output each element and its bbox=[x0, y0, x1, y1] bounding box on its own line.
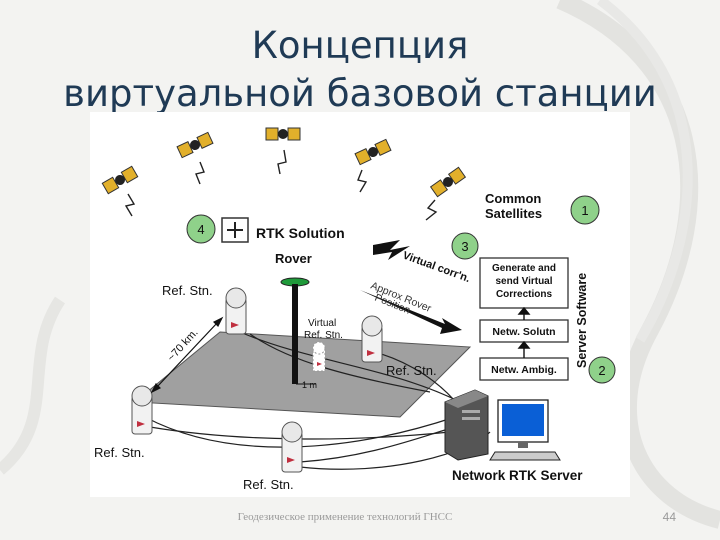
ref-station-top-left-icon bbox=[225, 287, 247, 335]
slide-title-line-1: Концепция bbox=[251, 24, 469, 67]
slide-footer: Геодезическое применение технологий ГНСС bbox=[237, 511, 453, 523]
step-badge-4 bbox=[186, 214, 216, 244]
generate-box-line-1: Generate and bbox=[492, 263, 556, 274]
rover-label: Rover bbox=[275, 251, 312, 266]
ref-station-bottom-icon bbox=[281, 421, 303, 473]
rover-antenna-icon bbox=[280, 277, 310, 384]
ref-stn-label-bottom: Ref. Stn. bbox=[243, 477, 294, 492]
ref-stn-label-top-left: Ref. Stn. bbox=[162, 283, 213, 298]
ref-station-right-icon bbox=[361, 315, 383, 363]
step-badge-1-label: 1 bbox=[581, 203, 588, 218]
server-tower-icon bbox=[444, 389, 489, 461]
vrs-concept-diagram: Common Satellites 1 4 RTK Solution 3 Vir… bbox=[90, 112, 630, 497]
ref-station-left-icon bbox=[131, 385, 153, 435]
virtual-ref-stn-label-line-1: Virtual bbox=[308, 318, 336, 329]
common-satellites-label-line-1: Common bbox=[485, 191, 541, 206]
common-satellites-label-line-2: Satellites bbox=[485, 206, 542, 221]
netw-solutn-label: Netw. Solutn bbox=[492, 326, 555, 338]
satellite-1-icon bbox=[101, 165, 139, 195]
monitor-icon bbox=[489, 399, 561, 461]
approx-rover-arrow-icon bbox=[360, 290, 462, 334]
virtual-ref-station-icon bbox=[312, 341, 326, 372]
server-flow-arrows bbox=[517, 306, 531, 358]
step-badge-2-label: 2 bbox=[598, 363, 605, 378]
rtk-solution-icon bbox=[221, 217, 249, 243]
step-badge-4-label: 4 bbox=[197, 222, 204, 237]
satellite-5-icon bbox=[429, 166, 467, 198]
virtual-ref-stn-label-line-2: Ref. Stn. bbox=[304, 330, 343, 341]
generate-box-line-3: Corrections bbox=[496, 289, 553, 300]
netw-ambig-label: Netw. Ambig. bbox=[491, 364, 557, 376]
server-software-label: Server Software bbox=[575, 273, 589, 368]
coverage-plane bbox=[133, 331, 472, 418]
rtk-solution-label: RTK Solution bbox=[256, 225, 345, 241]
ref-stn-label-left: Ref. Stn. bbox=[94, 445, 145, 460]
slide-title: Концепция виртуальной базовой станции bbox=[0, 22, 720, 118]
generate-box-line-2: send Virtual bbox=[495, 276, 552, 287]
ref-stn-label-right: Ref. Stn. bbox=[386, 363, 437, 378]
satellite-3-icon bbox=[265, 127, 301, 141]
virtual-correction-bolt-icon bbox=[373, 240, 410, 260]
satellite-4-icon bbox=[354, 138, 392, 166]
satellite-2-icon bbox=[176, 131, 214, 159]
generate-virtual-corrections-box bbox=[479, 257, 569, 309]
one-metre-label: 1 m bbox=[302, 380, 317, 390]
step-badge-1 bbox=[570, 195, 600, 225]
network-rtk-server-label: Network RTK Server bbox=[452, 468, 583, 483]
step-badge-3-label: 3 bbox=[461, 239, 468, 254]
distance-arrow bbox=[150, 316, 224, 394]
step-badge-2 bbox=[588, 356, 616, 384]
slide-title-line-2: виртуальной базовой станции bbox=[63, 72, 657, 115]
page-number: 44 bbox=[662, 510, 676, 524]
satellite-signal-icons bbox=[124, 149, 438, 221]
step-badge-3 bbox=[451, 232, 479, 260]
